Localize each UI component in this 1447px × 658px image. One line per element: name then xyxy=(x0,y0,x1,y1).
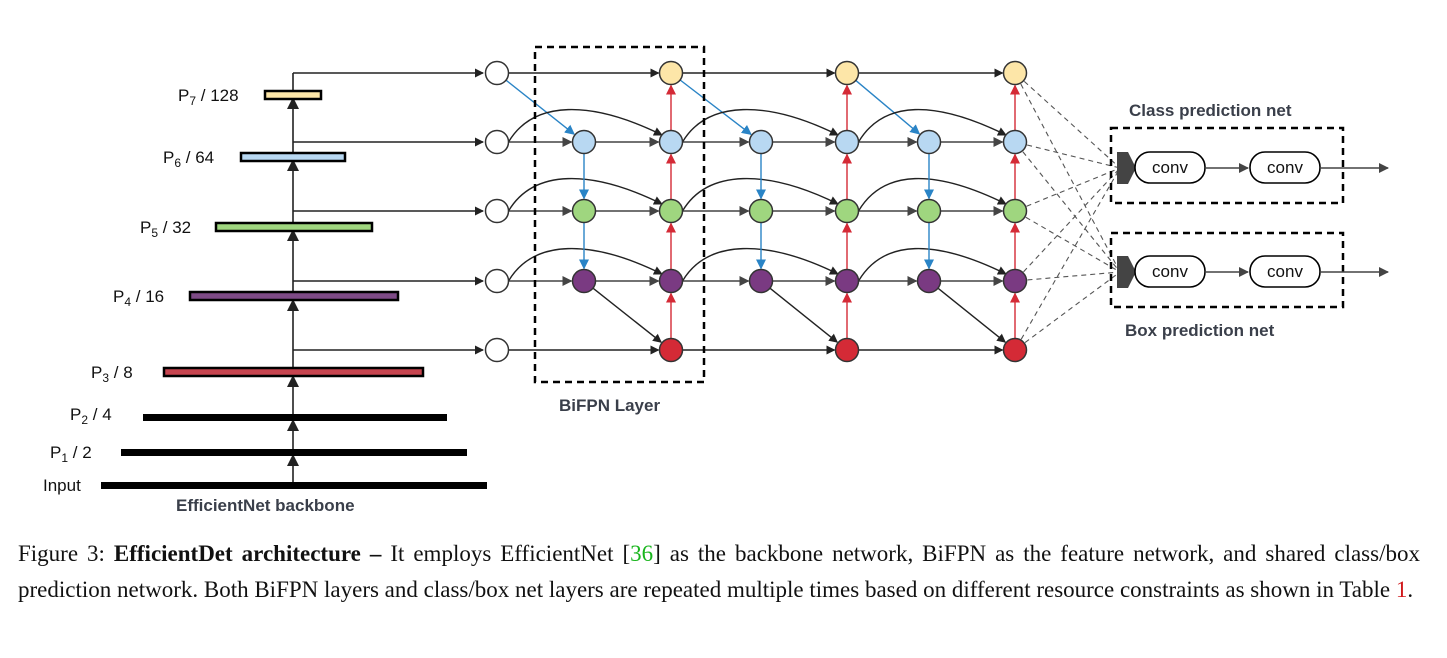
layer-3-bu-node-p3 xyxy=(1002,337,1028,363)
figure-caption: Figure 3: EfficientDet architecture – It… xyxy=(18,536,1420,607)
box-conv-2-label: conv xyxy=(1267,262,1303,281)
layer-1-edge-p5-skip xyxy=(507,177,663,212)
caption-citation-36[interactable]: 36 xyxy=(630,541,654,566)
level-label-input: Input xyxy=(43,476,81,495)
dashed-edge-p6-to-class xyxy=(1027,144,1121,169)
caption-lead: Figure 3: xyxy=(18,541,114,566)
bifpn-edges xyxy=(505,68,1020,355)
input-node-p7 xyxy=(484,60,510,86)
layer-3-td-node-p5 xyxy=(916,198,942,224)
layer-3-edge-p7-down xyxy=(855,79,921,135)
layer-3-bu-node-p4 xyxy=(1002,268,1028,294)
layer-2-td-node-p4 xyxy=(748,268,774,294)
caption-table-ref[interactable]: 1 xyxy=(1395,576,1408,602)
class-conv-1-label: conv xyxy=(1152,158,1188,177)
bifpn-layer-box xyxy=(533,45,706,384)
bar-p5 xyxy=(214,221,374,233)
layer-2-edge-p5-skip xyxy=(681,177,839,212)
layer-1-bu-node-p4 xyxy=(658,268,684,294)
bifpn-layer-label: BiFPN Layer xyxy=(559,396,660,415)
backbone-title: EfficientNet backbone xyxy=(176,496,355,515)
layer-1-bu-node-p7 xyxy=(658,60,684,86)
bifpn-nodes xyxy=(484,60,1028,363)
layer-3-edge-p5-skip xyxy=(857,177,1007,212)
box-prediction-net: conv conv Box prediction net xyxy=(1109,231,1389,340)
input-node-p4 xyxy=(484,268,510,294)
dashed-edge-p3-to-class xyxy=(1020,167,1121,340)
layer-2-td-node-p6 xyxy=(748,129,774,155)
level-label-p5: P5 / 32 xyxy=(140,218,191,240)
backbone: Input P1 / 2 P2 / 4 P3 / 8 P4 / 16 P5 / … xyxy=(43,73,487,515)
class-prediction-net: Class prediction net conv conv xyxy=(1109,101,1389,205)
layer-2-bu-node-p6 xyxy=(834,129,860,155)
level-label-p6: P6 / 64 xyxy=(163,148,214,170)
input-node-p6 xyxy=(484,129,510,155)
dashed-edge-p6-to-box xyxy=(1022,151,1121,273)
dashed-edge-p3-to-box xyxy=(1024,271,1121,343)
caption-text-1: It employs EfficientNet [ xyxy=(381,541,631,566)
layer-1-td-p4-to-bu-p3 xyxy=(592,287,662,343)
layer-2-td-p4-to-bu-p3 xyxy=(769,287,839,343)
layer-3-edge-p6-skip xyxy=(857,108,1007,143)
layer-2-td-node-p5 xyxy=(748,198,774,224)
bar-p2 xyxy=(143,414,447,421)
layer-2-bu-node-p4 xyxy=(834,268,860,294)
level-label-p2: P2 / 4 xyxy=(70,405,112,427)
layer-1-edge-p4-skip xyxy=(507,247,663,282)
class-prediction-box xyxy=(1109,126,1345,205)
dashed-edge-p4-to-class xyxy=(1023,167,1121,273)
layer-3-edge-p4-skip xyxy=(857,247,1007,282)
layer-1-edge-p6-skip xyxy=(507,108,663,143)
layer-3-bu-node-p5 xyxy=(1002,198,1028,224)
layer-1-bu-node-p6 xyxy=(658,129,684,155)
caption-text-2: ] as the backbone network, BiFPN as the … xyxy=(18,541,1420,602)
layer-1-edge-p7-down xyxy=(505,79,575,135)
bar-p4 xyxy=(188,290,400,302)
layer-2-bu-node-p3 xyxy=(834,337,860,363)
caption-title: EfficientDet architecture – xyxy=(113,541,382,566)
bar-p6 xyxy=(239,151,347,163)
layer-1-bu-node-p5 xyxy=(658,198,684,224)
dashed-edge-p7-to-box xyxy=(1020,83,1121,273)
input-node-p5 xyxy=(484,198,510,224)
efficientdet-architecture-diagram: Input P1 / 2 P2 / 4 P3 / 8 P4 / 16 P5 / … xyxy=(43,45,1389,515)
layer-2-bu-node-p5 xyxy=(834,198,860,224)
box-prediction-box xyxy=(1109,231,1345,309)
layer-2-edge-p4-skip xyxy=(681,247,839,282)
layer-1-td-node-p6 xyxy=(571,129,597,155)
level-label-p7: P7 / 128 xyxy=(178,86,239,108)
caption-text-3: . xyxy=(1407,576,1414,602)
dashed-edge-p7-to-class xyxy=(1023,80,1121,169)
box-conv-1-label: conv xyxy=(1152,262,1188,281)
bar-p1 xyxy=(121,449,467,456)
class-prediction-label: Class prediction net xyxy=(1129,101,1292,120)
layer-1-td-node-p4 xyxy=(571,268,597,294)
bar-p3 xyxy=(162,366,425,378)
level-label-p1: P1 / 2 xyxy=(50,443,92,465)
layer-3-td-p4-to-bu-p3 xyxy=(937,287,1007,343)
layer-1-td-node-p5 xyxy=(571,198,597,224)
bar-input xyxy=(101,482,487,489)
class-merge-node xyxy=(1117,152,1136,184)
dashed-edge-p5-to-class xyxy=(1026,167,1121,207)
box-prediction-label: Box prediction net xyxy=(1125,321,1275,340)
layer-1-bu-node-p3 xyxy=(658,337,684,363)
layer-3-td-node-p4 xyxy=(916,268,942,294)
box-merge-node xyxy=(1117,256,1136,288)
bar-p7 xyxy=(263,89,323,101)
layer-3-bu-node-p6 xyxy=(1002,129,1028,155)
layer-2-edge-p6-skip xyxy=(681,108,839,143)
level-label-p4: P4 / 16 xyxy=(113,287,164,309)
layer-3-bu-node-p7 xyxy=(1002,60,1028,86)
backbone-to-bifpn-edges xyxy=(293,68,484,355)
class-conv-2-label: conv xyxy=(1267,158,1303,177)
head-dashed-edges xyxy=(1020,80,1121,343)
layer-3-td-node-p6 xyxy=(916,129,942,155)
level-label-p3: P3 / 8 xyxy=(91,363,133,385)
layer-2-edge-p7-down xyxy=(679,79,752,136)
layer-2-bu-node-p7 xyxy=(834,60,860,86)
dashed-edge-p5-to-box xyxy=(1025,216,1121,273)
input-node-p3 xyxy=(484,337,510,363)
dashed-edge-p4-to-box xyxy=(1027,271,1121,281)
